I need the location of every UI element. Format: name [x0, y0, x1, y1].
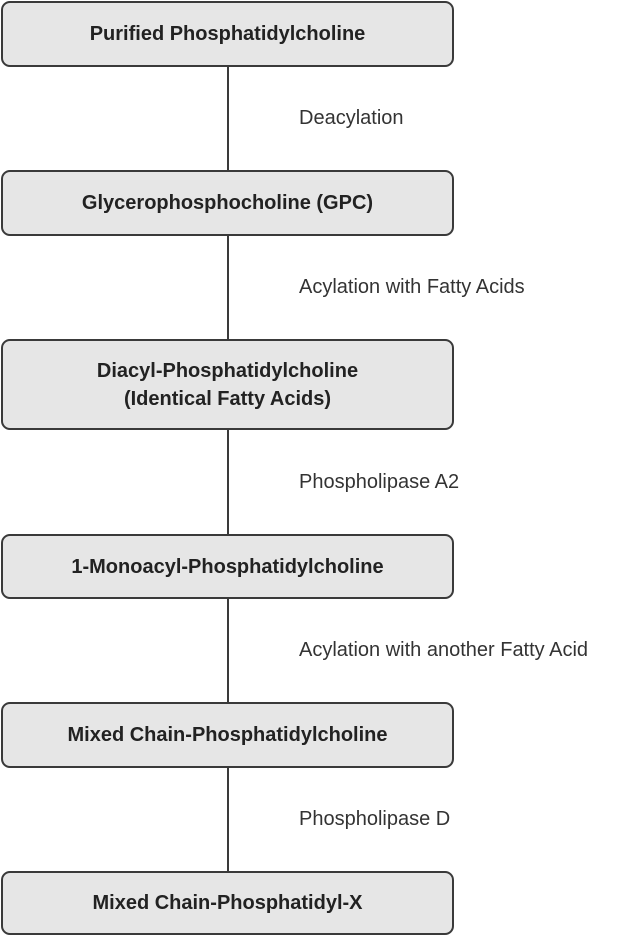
step-label-acylation-another-fatty-acid: Acylation with another Fatty Acid — [299, 639, 589, 661]
step-label-phospholipase-a2: Phospholipase A2 — [299, 471, 460, 493]
step-label-phospholipase-d: Phospholipase D — [299, 808, 451, 830]
connector-3 — [227, 429, 229, 534]
connector-5 — [227, 767, 229, 871]
node-mixed-chain-phosphatidylcholine: Mixed Chain-Phosphatidylcholine — [1, 702, 454, 768]
node-mixed-chain-phosphatidyl-x: Mixed Chain-Phosphatidyl-X — [1, 871, 454, 935]
node-monoacyl-phosphatidylcholine: 1-Monoacyl-Phosphatidylcholine — [1, 534, 454, 599]
connector-4 — [227, 598, 229, 702]
node-label: Mixed Chain-Phosphatidylcholine — [67, 724, 388, 746]
node-label-line-2: (Identical Fatty Acids) — [123, 387, 332, 410]
node-label: Mixed Chain-Phosphatidyl-X — [92, 892, 363, 914]
node-label: Purified Phosphatidylcholine — [89, 23, 366, 45]
node-label: 1-Monoacyl-Phosphatidylcholine — [71, 555, 384, 578]
node-glycerophosphocholine: Glycerophosphocholine (GPC) — [1, 170, 454, 236]
node-label: Glycerophosphocholine (GPC) — [81, 192, 374, 214]
node-purified-phosphatidylcholine: Purified Phosphatidylcholine — [1, 1, 454, 67]
step-label-acylation-fatty-acids: Acylation with Fatty Acids — [299, 276, 525, 298]
node-diacyl-phosphatidylcholine: Diacyl-Phosphatidylcholine (Identical Fa… — [1, 339, 454, 430]
node-label-line-1: Diacyl-Phosphatidylcholine — [96, 359, 359, 382]
step-label-deacylation: Deacylation — [299, 107, 404, 129]
connector-1 — [227, 66, 229, 170]
connector-2 — [227, 235, 229, 339]
